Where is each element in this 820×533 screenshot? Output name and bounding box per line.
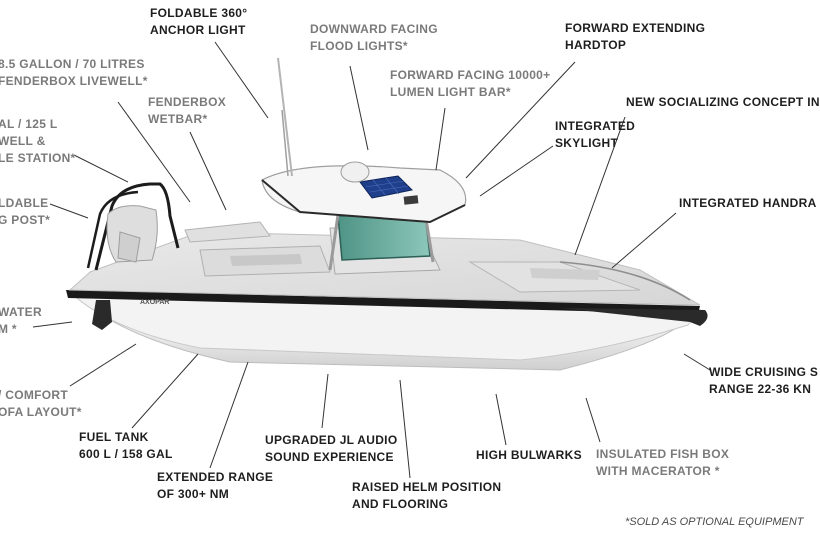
leader-lines xyxy=(32,41,711,479)
label-anchor-light: FOLDABLE 360°ANCHOR LIGHT xyxy=(150,6,248,37)
footnote: *SOLD AS OPTIONAL EQUIPMENT xyxy=(625,516,804,528)
label-light-bar: FORWARD FACING 10000+LUMEN LIGHT BAR* xyxy=(390,68,551,99)
gunwale-rail xyxy=(66,290,700,314)
label-handrail: INTEGRATED HANDRA xyxy=(679,196,817,210)
hull-logo: AXOPAR xyxy=(140,299,169,306)
label-socializing: NEW SOCIALIZING CONCEPT IN xyxy=(626,95,820,109)
boat-illustration: AXOPAR xyxy=(32,41,711,479)
boat-feature-diagram: AXOPAR FOLDABLE 360°ANCHOR LIG xyxy=(0,6,820,528)
label-bulwarks: HIGH BULWARKS xyxy=(476,448,582,462)
hardtop xyxy=(261,165,467,223)
anchor-light-mast xyxy=(277,57,293,177)
radar-dome xyxy=(340,161,370,183)
